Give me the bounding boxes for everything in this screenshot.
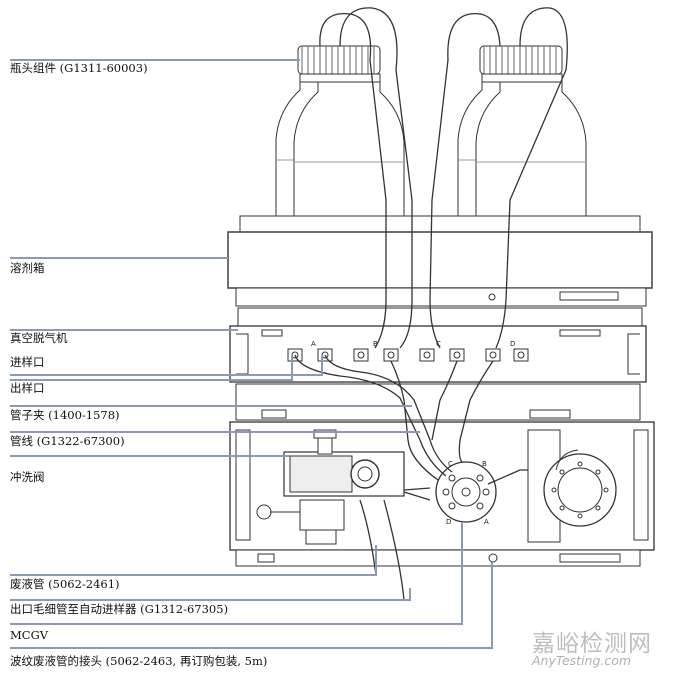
label-outlet: 出样口 [10, 381, 45, 395]
label-tube-clip: 管子夹 (1400-1578) [10, 408, 120, 422]
label-outlet-capillary: 出口毛细管至自动进样器 (G1312-67305) [10, 602, 229, 616]
watermark-main: 嘉峪检测网 [532, 631, 652, 657]
label-waste-connector: 波纹废液管的接头 (5062-2463, 再订购包装, 5m) [10, 654, 268, 668]
label-waste-tube: 废液管 (5062-2461) [10, 577, 120, 591]
degasser-port-c: C [436, 340, 441, 348]
watermark-sub: AnyTesting.com [532, 653, 632, 668]
right-bottle-cap [479, 45, 563, 83]
label-inlet: 进样口 [10, 355, 45, 369]
left-bottle-cap [297, 45, 381, 83]
port-letters: A B C D C B D A [311, 340, 515, 526]
leader-outlet-capillary [10, 588, 411, 601]
label-purge-valve: 冲洗阀 [10, 470, 45, 484]
label-bottle-head: 瓶头组件 (G1311-60003) [10, 61, 148, 75]
degasser-port-b: B [373, 340, 378, 348]
leader-lines [10, 59, 493, 649]
solvent-tubing [294, 7, 568, 601]
leader-waste-connector [10, 562, 493, 649]
leader-outlet [10, 356, 293, 381]
mcgv-port-a: A [484, 518, 489, 526]
mcgv-valve [435, 461, 497, 523]
pump-head [527, 429, 617, 543]
mcgv-port-b: B [482, 460, 487, 468]
solvent-cabinet [227, 215, 653, 307]
label-solvent-cabinet: 溶剂箱 [10, 261, 45, 275]
degasser-ports [287, 348, 529, 362]
mcgv-port-d: D [446, 518, 451, 526]
leader-inlet [10, 356, 323, 376]
leader-waste-tube [10, 545, 377, 576]
leader-mcgv [10, 522, 463, 625]
degasser-port-d: D [510, 340, 515, 348]
degasser-port-a: A [311, 340, 316, 348]
purge-valve-assembly [256, 429, 405, 545]
label-mcgv: MCGV [10, 628, 49, 642]
left-bottle-front [293, 79, 405, 221]
label-tubing: 管线 (G1322-67300) [10, 434, 125, 448]
vacuum-degasser [229, 307, 647, 383]
label-vacuum-degasser: 真空脱气机 [10, 331, 68, 345]
mcgv-port-c: C [448, 460, 453, 468]
